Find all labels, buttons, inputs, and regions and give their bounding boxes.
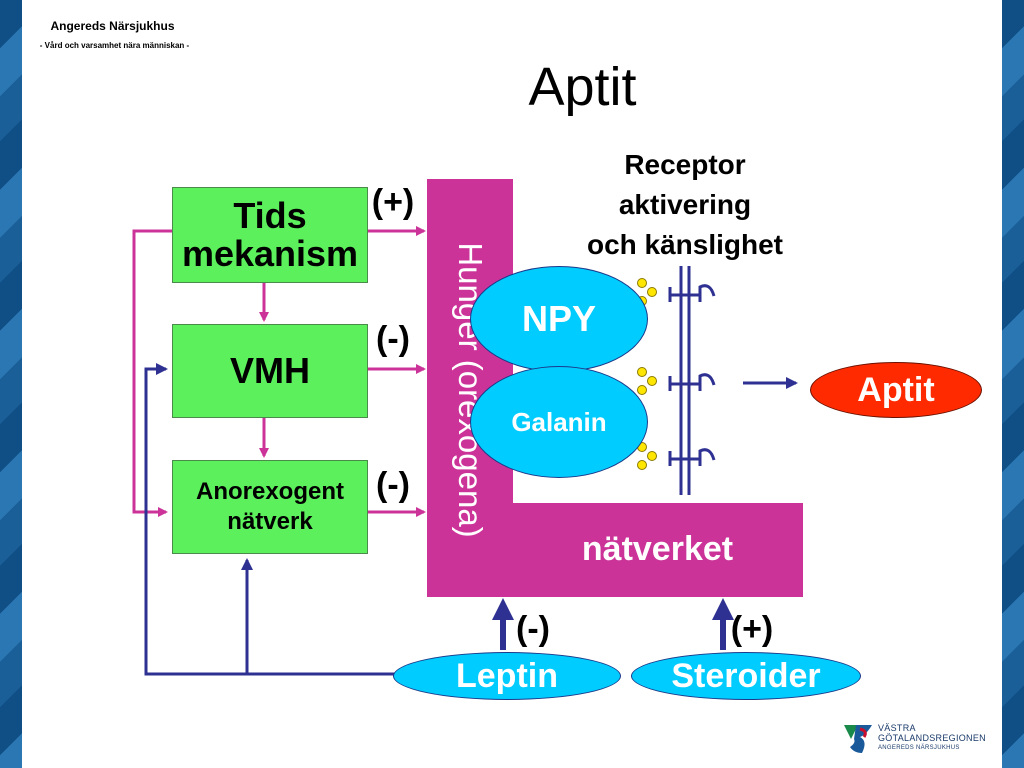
hunger-network-horizontal: [427, 503, 803, 597]
galanin-label: Galanin: [511, 406, 607, 437]
npy-ellipse: NPY: [470, 266, 648, 372]
steroider-ellipse: Steroider: [631, 652, 861, 700]
anorexogent-sign: (-): [376, 466, 410, 504]
logo-line-1: VÄSTRA: [878, 723, 916, 733]
network-label: nätverket: [581, 530, 734, 568]
npy-label: NPY: [521, 298, 597, 339]
vmh-sign: (-): [376, 320, 410, 358]
steroider-label: Steroider: [671, 656, 821, 695]
aptit-output-label: Aptit: [857, 370, 935, 409]
membrane-lines: [679, 266, 691, 495]
leptin-label: Leptin: [456, 656, 558, 695]
logo-line-3: ANGEREDS NÄRSJUKHUS: [878, 745, 960, 751]
steroid-sign: (+): [730, 610, 774, 648]
tids-sign: (+): [371, 183, 415, 221]
anorexogent-box: Anorexogent nätverk: [172, 460, 368, 554]
tids-mekanism-box: Tids mekanism: [172, 187, 368, 283]
receptor-label: Receptor aktivering och känslighet: [586, 149, 784, 260]
region-logo-text: VÄSTRA GÖTALANDSREGIONEN ANGEREDS NÄRSJU…: [878, 723, 1018, 753]
leptin-feedback: [144, 363, 395, 676]
vmh-box: VMH: [172, 324, 368, 418]
region-logo-icon: [844, 725, 872, 753]
leptin-ellipse: Leptin: [393, 652, 621, 700]
leptin-sign: (-): [516, 610, 550, 648]
receptor-hooks: [668, 284, 716, 466]
left-feedback-loop: [132, 229, 172, 517]
slide-title: Aptit: [528, 57, 637, 117]
left-decorative-band: [0, 0, 22, 768]
aptit-output-ellipse: Aptit: [810, 362, 982, 418]
logo-line-2: GÖTALANDSREGIONEN: [878, 733, 986, 743]
org-motto: - Vård och varsamhet nära människan -: [39, 41, 190, 50]
org-name: Angereds Närsjukhus: [50, 19, 175, 33]
right-decorative-band: [1002, 0, 1024, 768]
galanin-ellipse: Galanin: [470, 366, 648, 478]
